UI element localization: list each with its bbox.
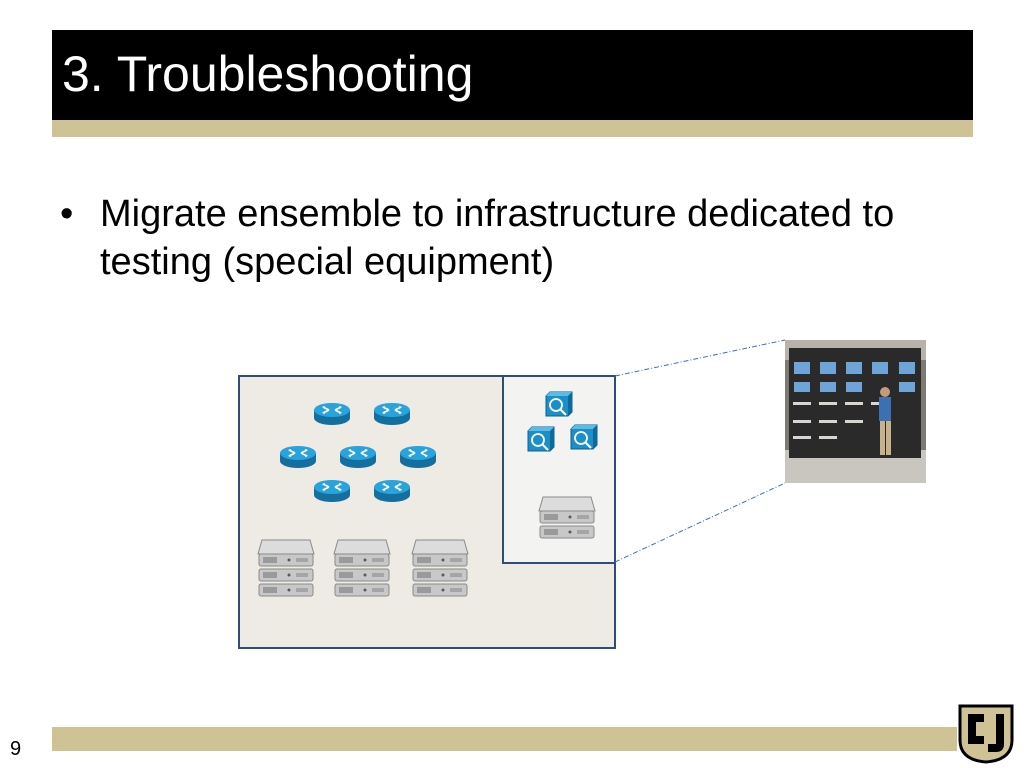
university-logo [958, 704, 1014, 764]
connector-line-top [614, 339, 786, 377]
bullet-marker: • [60, 193, 74, 235]
server-stack-icon [539, 497, 595, 538]
title-accent-bar [52, 120, 973, 137]
router-icon [339, 445, 377, 469]
router-icon [279, 445, 317, 469]
slide-number: 9 [10, 738, 22, 760]
network-analyzer-icon [570, 424, 598, 450]
test-lab-photo [785, 340, 926, 483]
slide-title: 3. Troubleshooting [62, 46, 474, 102]
title-bar: 3. Troubleshooting [52, 30, 973, 120]
network-analyzer-icon [545, 391, 573, 417]
network-analyzer-icon [527, 426, 555, 452]
router-icon [399, 445, 437, 469]
router-icon [313, 479, 351, 503]
bullet-item: Migrate ensemble to infrastructure dedic… [100, 193, 895, 283]
router-icon [373, 479, 411, 503]
router-icon [313, 402, 351, 426]
router-icon [373, 402, 411, 426]
footer-accent-bar [52, 727, 957, 751]
connector-line-bottom [614, 482, 786, 563]
